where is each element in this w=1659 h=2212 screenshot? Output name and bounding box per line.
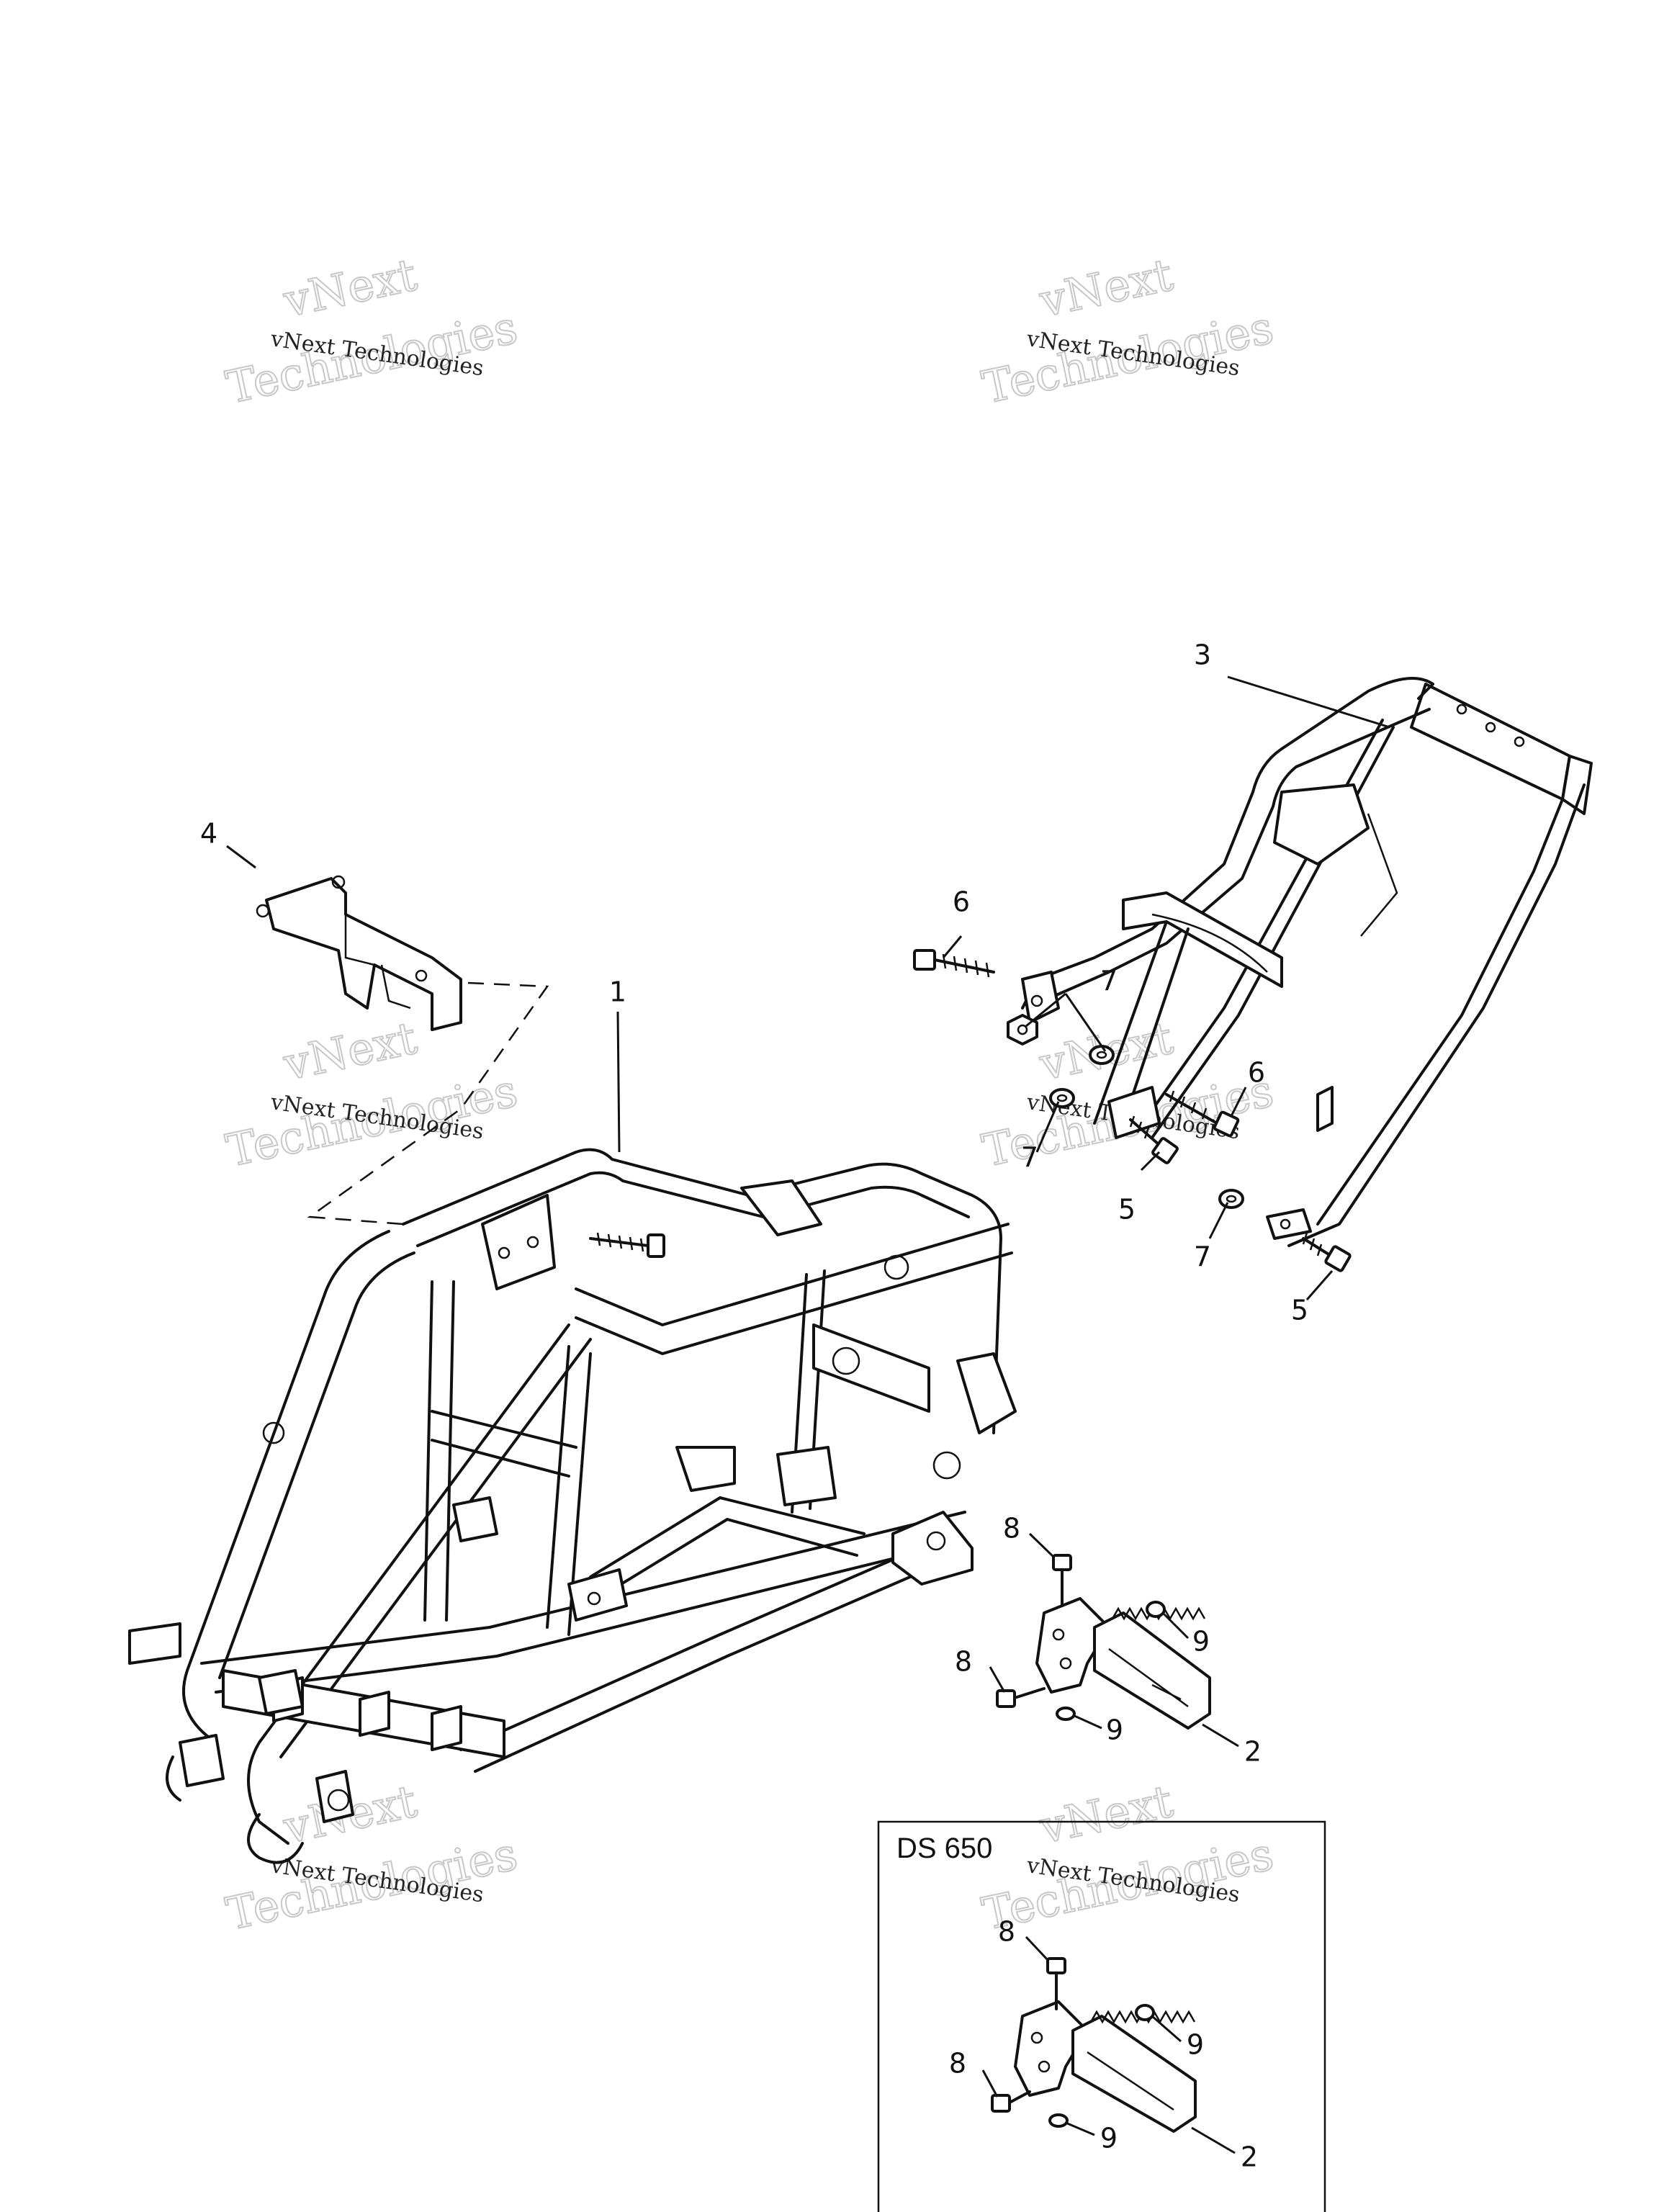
callout-3: 3	[1194, 639, 1211, 671]
callout-6-lower: 6	[1248, 1057, 1265, 1089]
washer-part-7-lower	[1218, 1189, 1244, 1209]
callout-9-bottom: 9	[1106, 1714, 1123, 1746]
callouts: 1 2 3 4 5 5 6 6 7 7 7 8 8 9 9 8 8 9 9 2	[200, 639, 1308, 2173]
callout-7-lower: 7	[1194, 1241, 1211, 1273]
washer-part-9-bottom	[1056, 1707, 1076, 1721]
svg-text:vNext: vNext	[1035, 1775, 1177, 1854]
main-frame-part-1	[128, 1148, 1017, 1864]
bolt-part-8-top	[1052, 1554, 1072, 1607]
watermark-bottom-right: vNext Technologies vNext Technologies	[977, 1774, 1279, 1941]
svg-text:vNext: vNext	[1035, 248, 1177, 328]
inset-label: DS 650	[896, 1833, 992, 1864]
watermark-top-right: vNext Technologies vNext Technologies	[977, 248, 1279, 415]
watermark-mid-left: vNext Technologies vNext Technologies	[221, 1011, 523, 1178]
callout-6-upper: 6	[953, 886, 970, 918]
bolt-part-6-upper	[913, 949, 995, 978]
watermark-bottom-left: vNext Technologies vNext Technologies	[221, 1774, 523, 1941]
bolt-part-5-lower	[1302, 1232, 1352, 1272]
callout-8-inset-side: 8	[949, 2048, 966, 2080]
callout-1: 1	[609, 976, 626, 1008]
callout-7-upper: 7	[1100, 966, 1118, 997]
callout-8-side: 8	[955, 1646, 972, 1678]
footrest-part-2	[1035, 1597, 1211, 1730]
nut-part-9-top	[1146, 1601, 1166, 1618]
callout-9-top: 9	[1192, 1626, 1210, 1658]
callout-2-inset: 2	[1241, 2141, 1258, 2173]
bracket-part-4	[256, 875, 462, 1031]
rear-subframe-part-3	[1021, 677, 1593, 1247]
inset-ds650: DS 650	[877, 1820, 1326, 2212]
callout-9-inset-top: 9	[1187, 2029, 1204, 2061]
leader-lines	[226, 675, 1390, 2154]
callout-4: 4	[200, 818, 217, 850]
callout-9-inset-bottom: 9	[1100, 2123, 1118, 2154]
watermark-top-left: vNext Technologies vNext Technologies	[221, 248, 523, 415]
callout-5-lower: 5	[1291, 1295, 1308, 1326]
bolt-part-6-lower	[1165, 1090, 1240, 1138]
callout-8-top: 8	[1003, 1513, 1020, 1545]
callout-5-upper: 5	[1118, 1194, 1136, 1226]
assembly-dashed-line	[307, 981, 549, 1226]
callout-7-mid: 7	[1021, 1142, 1038, 1174]
callout-8-inset-top: 8	[998, 1916, 1015, 1948]
callout-2-main: 2	[1244, 1736, 1262, 1768]
svg-text:vNext: vNext	[279, 248, 421, 328]
bolt-part-5-upper	[1129, 1115, 1179, 1164]
svg-text:vNext: vNext	[279, 1012, 421, 1091]
bolt-part-8-side	[996, 1687, 1046, 1708]
